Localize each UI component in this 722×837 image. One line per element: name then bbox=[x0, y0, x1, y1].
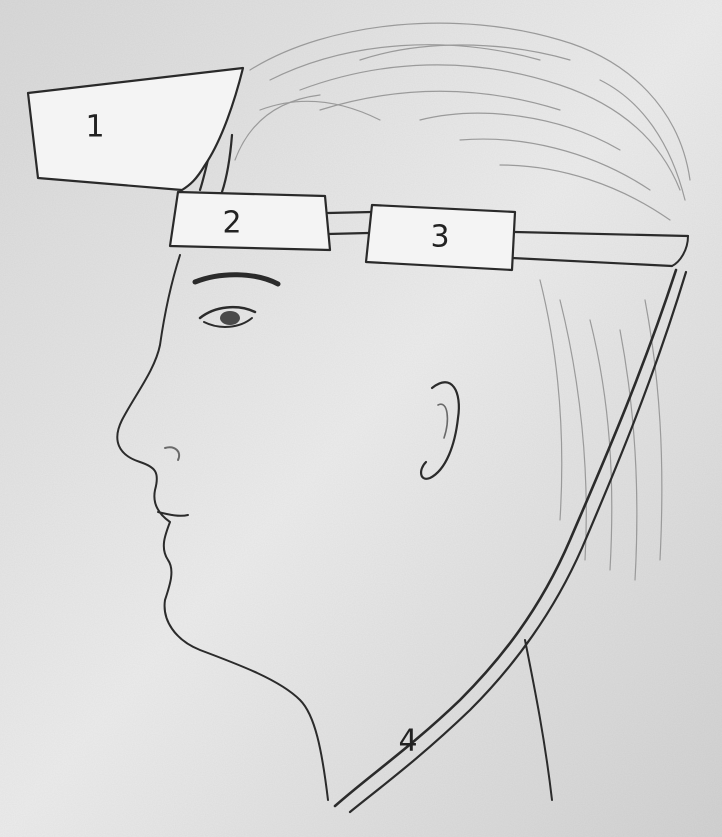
label-part-4: 4 bbox=[398, 724, 417, 759]
label-part-2: 2 bbox=[222, 206, 241, 241]
part-2-front-band: 2 bbox=[170, 192, 330, 250]
label-part-1: 1 bbox=[85, 110, 104, 145]
label-part-3: 3 bbox=[430, 220, 449, 255]
part-3-side-band: 3 bbox=[366, 205, 515, 270]
eye-iris bbox=[220, 311, 240, 325]
